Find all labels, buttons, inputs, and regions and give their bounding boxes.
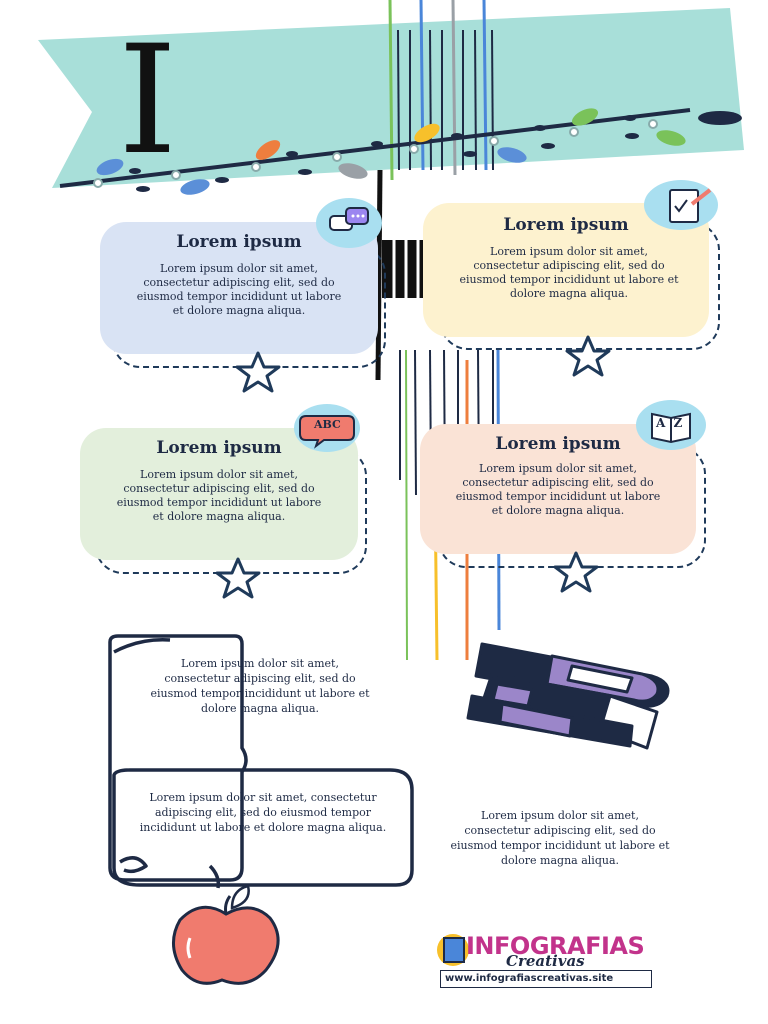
card-3: Lorem ipsum Lorem ipsum dolor sit amet, … <box>80 428 358 560</box>
az-label: A Z <box>656 416 685 430</box>
chat-bubble-icon <box>316 198 382 248</box>
scroll-frames <box>108 634 414 889</box>
scroll-bottom-text: Lorem ipsum dolor sit amet, consectetur … <box>139 791 387 834</box>
card-1-text: Lorem ipsum dolor sit amet, consectetur … <box>136 262 342 317</box>
right-note-text: Lorem ipsum dolor sit amet, consectetur … <box>450 809 670 867</box>
header-initial: I <box>118 14 178 188</box>
star-icon <box>215 557 261 599</box>
checklist-icon <box>644 180 718 230</box>
apple-icon <box>172 884 280 985</box>
card-1-title: Lorem ipsum <box>176 232 302 252</box>
scroll-top-text: Lorem ipsum dolor sit amet, consectetur … <box>150 657 370 715</box>
card-2-text: Lorem ipsum dolor sit amet, consectetur … <box>459 245 679 300</box>
card-4-title: Lorem ipsum <box>495 434 621 454</box>
star-icon <box>553 551 599 593</box>
logo-name: INFOGRAFIAS <box>466 932 645 960</box>
logo: INFOGRAFIAS Creativas www.infografiascre… <box>436 930 656 988</box>
logo-mark-icon <box>437 934 469 966</box>
logo-subtitle: Creativas <box>506 952 585 970</box>
abc-label: ABC <box>314 418 341 431</box>
card-2-title: Lorem ipsum <box>503 215 629 235</box>
dictionary-icon: A Z <box>636 400 706 450</box>
banner <box>38 0 744 195</box>
card-4-text: Lorem ipsum dolor sit amet, consectetur … <box>455 462 661 517</box>
star-icon <box>565 335 611 377</box>
abc-speech-bubble-icon: ABC <box>294 404 360 452</box>
star-icon <box>235 351 281 393</box>
card-3-text: Lorem ipsum dolor sit amet, consectetur … <box>116 468 322 523</box>
card-4: Lorem ipsum Lorem ipsum dolor sit amet, … <box>420 424 696 554</box>
card-3-title: Lorem ipsum <box>156 438 282 458</box>
books-icon <box>466 642 670 750</box>
logo-url: www.infografiascreativas.site <box>440 970 652 988</box>
